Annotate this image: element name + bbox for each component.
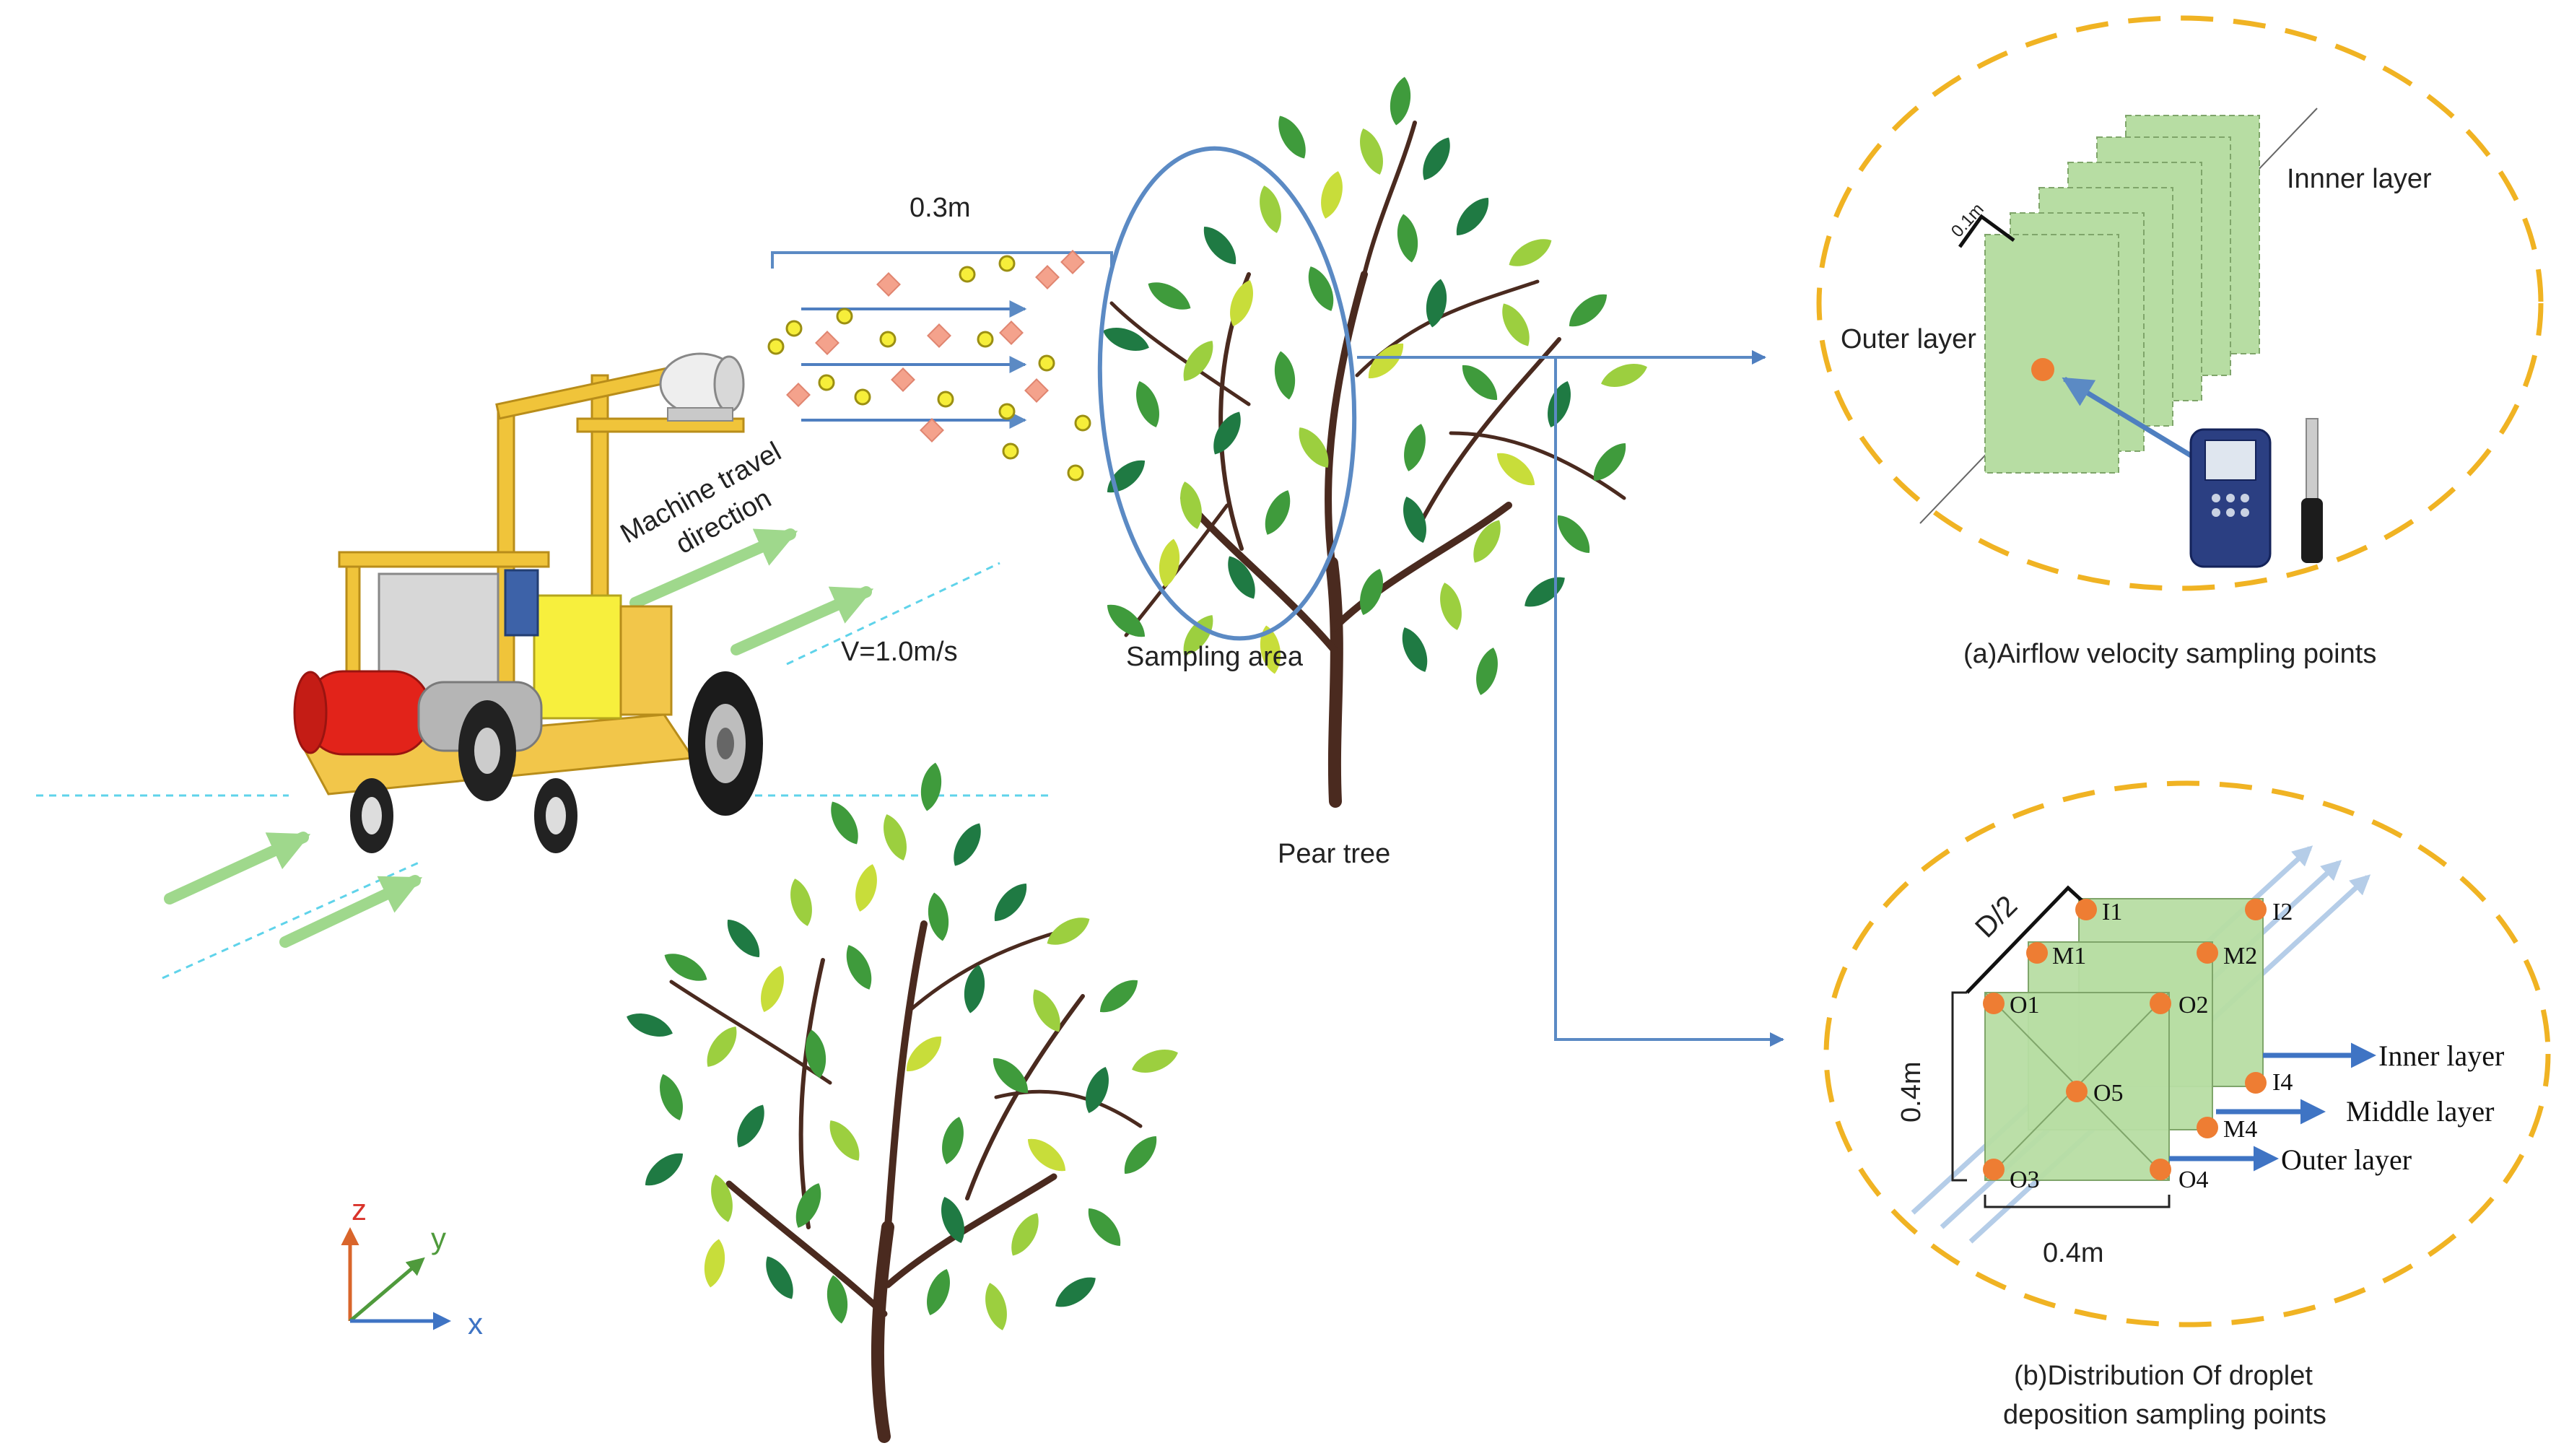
pear-tree-foreground xyxy=(623,761,1182,1443)
point-i2: I2 xyxy=(2272,899,2293,925)
point-m4: M4 xyxy=(2223,1116,2257,1143)
panel-b-middle-layer-label: Middle layer xyxy=(2346,1095,2495,1128)
panel-b-height-label: 0.4m xyxy=(1896,1062,1927,1122)
axis-x-label: x xyxy=(468,1307,483,1341)
panel-a-outer-layer-label: Outer layer xyxy=(1841,324,1976,354)
panel-a-caption: (a)Airflow velocity sampling points xyxy=(1963,639,2376,669)
panel-b-caption-line2: deposition sampling points xyxy=(2003,1400,2326,1430)
point-m2: M2 xyxy=(2223,943,2257,969)
sampling-area-outline xyxy=(1097,146,1357,641)
velocity-label: V=1.0m/s xyxy=(841,637,958,667)
panel-b-deposition: 0.4m 0.4m D/2 I1 I2 M1 M2 O1 O2 O5 O3 O4… xyxy=(1823,780,2551,1430)
fan-unit xyxy=(659,352,745,422)
point-m1: M1 xyxy=(2052,943,2086,969)
ground-guide-lines xyxy=(36,562,1054,980)
machine-direction-label: Machine travel direction xyxy=(616,437,787,560)
panel-b-half-depth-label: D/2 xyxy=(1969,889,2023,943)
panel-connectors xyxy=(1357,350,1784,1047)
spray-zone: 0.3m xyxy=(767,193,1113,481)
distance-label: 0.3m xyxy=(910,193,970,223)
point-o1: O1 xyxy=(2010,992,2040,1019)
point-o5: O5 xyxy=(2093,1080,2124,1107)
airflow-sample-point xyxy=(2031,358,2054,381)
point-o3: O3 xyxy=(2010,1167,2040,1193)
sprayer-machine xyxy=(293,352,763,853)
sampling-area-label: Sampling area xyxy=(1126,642,1304,672)
panel-a-boundary xyxy=(1816,15,2544,591)
anemometer-icon xyxy=(2189,418,2323,568)
point-i4: I4 xyxy=(2272,1069,2293,1096)
pear-tree-main xyxy=(1099,75,1651,808)
panel-b-boundary xyxy=(1823,780,2551,1328)
point-o2: O2 xyxy=(2178,992,2209,1019)
axis-y-label: y xyxy=(431,1221,446,1255)
panel-a-airflow: Innner layer Outer layer 0.1m (a)Airflow… xyxy=(1816,15,2544,669)
point-o4: O4 xyxy=(2178,1167,2209,1193)
point-i1: I1 xyxy=(2102,899,2122,925)
panel-b-caption-line1: (b)Distribution Of droplet xyxy=(2014,1361,2313,1391)
panel-b-width-label: 0.4m xyxy=(2043,1238,2103,1268)
pear-tree-label: Pear tree xyxy=(1278,839,1390,869)
tree-foliage xyxy=(1099,75,1651,698)
wind-arrows xyxy=(164,528,874,948)
axes-indicator: z y x xyxy=(341,1193,483,1341)
panel-a-inner-layer-label: Innner layer xyxy=(2287,164,2432,194)
wheels xyxy=(350,671,763,853)
panel-b-outer-layer-label: Outer layer xyxy=(2281,1143,2412,1176)
panel-b-inner-layer-label: Inner layer xyxy=(2378,1039,2504,1072)
axis-z-label: z xyxy=(352,1193,367,1226)
